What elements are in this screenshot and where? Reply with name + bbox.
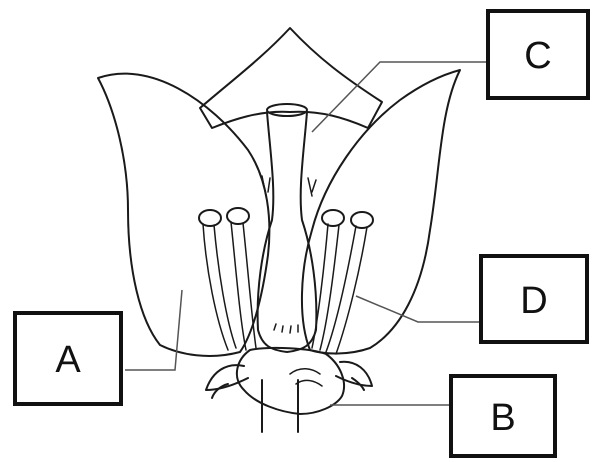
label-box-b: B (451, 376, 555, 456)
leader-d (356, 296, 479, 322)
label-box-d: D (481, 256, 587, 342)
label-d-text: D (520, 280, 547, 322)
label-box-c: C (488, 11, 588, 98)
stamens-right (312, 210, 373, 354)
label-c-text: C (524, 35, 551, 77)
label-a-text: A (55, 339, 81, 381)
left-petal (98, 74, 270, 356)
pistil (258, 104, 317, 352)
label-box-a: A (15, 313, 121, 404)
sepals (206, 362, 372, 398)
stamens-left (199, 208, 256, 350)
label-b-text: B (490, 397, 515, 439)
receptacle (237, 348, 344, 414)
back-petal (200, 28, 382, 128)
leader-a (125, 290, 182, 370)
